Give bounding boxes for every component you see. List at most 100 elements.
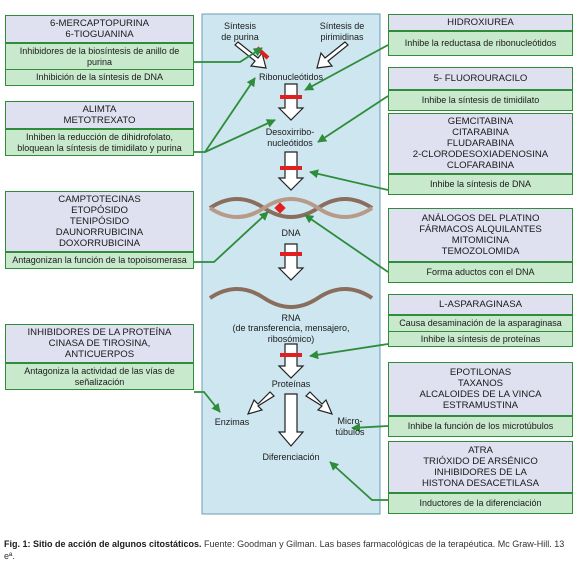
link-platino [304,214,389,273]
drug-name: 6-MERCAPTOPURINA [50,18,149,29]
dna-damage-marker [274,202,286,214]
drug-name: DAUNORRUBICINA [55,227,144,238]
arrow-prot-micro [305,391,334,415]
drug-name: ATRA [468,445,493,456]
drug-name: HIDROXIUREA [447,17,514,28]
drug-name: CAMPTOTECINAS [58,194,141,205]
drug-name: EPOTILONAS [449,367,512,378]
arrow-rna-prot [277,343,305,379]
arrow-pirimidinas-ribo [316,41,349,69]
drug-name: TEMOZOLOMIDA [441,246,520,257]
drug-name: METOTREXATO [63,115,136,126]
link-epotilonas [351,423,389,433]
label-diferenciacion: Diferenciación [262,452,320,462]
link-metotrexato-2 [204,119,276,153]
drug-name: ALCALOIDES DE LA VINCA [419,389,542,400]
drug-name: GEMCITABINA [447,116,514,127]
link-camptotecinas [194,211,269,263]
drug-name: ALIMTA [82,104,117,115]
drug-list: HIDROXIUREA [389,15,572,31]
label-sintesis-pirimidinas: Síntesis de pirimidinas [319,21,365,42]
drug-name: ANÁLOGOS DEL PLATINO [421,213,540,224]
effect-text: Inhibe la síntesis de DNA [389,174,572,194]
drug-name: FÁRMACOS ALQUILANTES [419,224,542,235]
effect-text: Inhibe la reductasa de ribonucleótidos [389,31,572,55]
drug-name: 2-CLORODESOXIADENOSINA [412,149,549,160]
drug-name: ANTICUERPOS [64,349,135,360]
dna-helix [208,197,374,219]
label-proteinas: Proteínas [271,379,311,389]
drug-name: CINASA DE TIROSINA, [48,338,151,349]
effect-text: Inhiben la reducción de dihidrofolato, b… [6,129,193,155]
effect-text: Inhibición de la síntesis de DNA [6,69,193,85]
link-mercaptopurina [194,47,263,63]
effect-text: Inductores de la diferenciación [389,493,572,513]
link-hidroxiurea [304,44,389,91]
drug-name: TENIPÓSIDO [69,216,130,227]
drug-name: FLUDARABINA [446,138,515,149]
label-rna: RNA [281,313,301,323]
drug-name: HISTONA DESACETILASA [421,478,540,489]
drug-name: INHIBIDORES DE LA [434,467,527,478]
drug-list: L-ASPARAGINASA [389,295,572,315]
green-connectors [194,44,389,501]
box-asparaginasa: L-ASPARAGINASA Causa desaminación de la … [388,294,573,347]
figure-caption: Fig. 1: Sitio de acción de algunos citos… [4,538,574,562]
arrow-prot-enzimas [246,391,275,415]
effect-text: Forma aductos con el DNA [389,262,572,282]
drug-name: ETOPÓSIDO [71,205,128,216]
link-asparaginasa [309,343,389,360]
label-rna-detail: (de transferencia, mensajero, ribosómico… [232,323,350,344]
label-sintesis-purina: Síntesis de purina [221,21,259,42]
label-desoxirribonucleotidos: Desoxirribo- nucleótidos [265,127,315,148]
drug-name: CITARABINA [452,127,509,138]
effect-text: Antagonizan la función de la topoisomera… [6,252,193,268]
box-hidroxiurea: HIDROXIUREA Inhibe la reductasa de ribon… [388,14,573,56]
effect-text: Inhibe la síntesis de proteínas [389,330,572,346]
drug-list: 5- FLUOROURACILO [389,68,572,90]
link-atra [329,461,388,501]
link-gemcitabina [309,169,389,191]
arrow-ribo-desoxi [277,83,305,121]
caption-title: Fig. 1: Sitio de acción de algunos citos… [4,539,202,549]
drug-name: L-ASPARAGINASA [439,299,522,310]
box-fluorouracilo: 5- FLUOROURACILO Inhibe la síntesis de t… [388,67,573,111]
label-enzimas: Enzimas [214,417,250,427]
effect-text: Inhibe la síntesis de timidilato [389,90,572,110]
drug-name: TRIÓXIDO DE ARSÉNICO [423,456,538,467]
drug-name: TAXANOS [457,378,504,389]
drug-name: 5- FLUOROURACILO [433,73,528,84]
label-microtubulos: Micro- túbulos [335,416,365,437]
effect-text: Antagoniza la actividad de las vías de s… [6,363,193,389]
arrow-desoxi-dna [277,151,305,191]
effect-text: Inhibe la función de los microtúbulos [389,416,572,436]
drug-name: 6-TIOGUANINA [65,29,134,40]
label-dna: DNA [281,228,301,238]
effect-text: Causa desaminación de la asparaginasa [389,315,572,331]
label-ribonucleotidos: Ribonucleótidos [258,72,324,82]
arrow-prot-dif [277,393,305,447]
drug-name: ESTRAMUSTINA [442,400,519,411]
flow-arrows [234,41,349,447]
link-tirosina [194,391,221,413]
drug-name: CLOFARABINA [446,160,515,171]
rna-strand [208,287,374,309]
